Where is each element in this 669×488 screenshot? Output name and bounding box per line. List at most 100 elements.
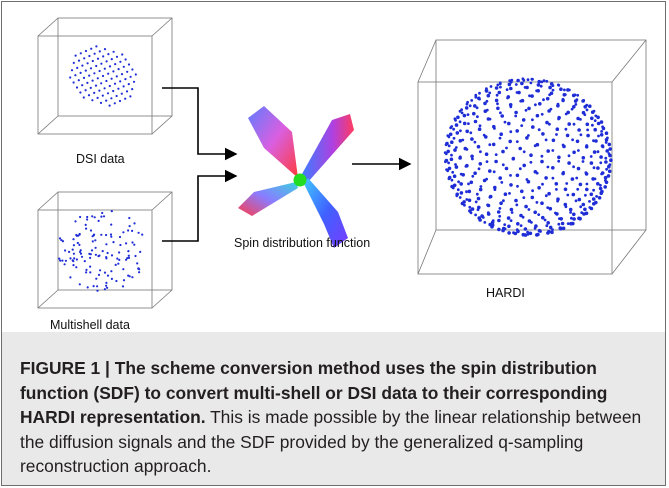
sample-point — [545, 224, 549, 228]
sample-point — [559, 87, 563, 91]
sample-point — [484, 135, 488, 139]
sample-point — [503, 192, 508, 196]
sample-point — [570, 107, 574, 111]
sample-point — [454, 163, 457, 166]
sample-point — [107, 53, 110, 56]
sample-point — [467, 182, 470, 186]
sample-point — [121, 285, 125, 288]
sample-point — [549, 82, 554, 86]
sample-point — [97, 255, 100, 258]
sample-point — [80, 255, 84, 258]
sample-point — [464, 106, 469, 110]
sample-point — [78, 243, 81, 246]
sample-point — [461, 138, 465, 142]
sample-point — [603, 185, 607, 189]
sample-point — [595, 195, 598, 198]
sample-point — [59, 259, 62, 262]
sample-point — [584, 193, 587, 197]
sample-point — [540, 154, 544, 158]
sample-point — [528, 94, 531, 98]
sample-point — [87, 94, 91, 97]
sample-point — [93, 216, 96, 219]
sample-point — [545, 96, 550, 101]
sample-point — [110, 58, 113, 61]
sample-point — [543, 218, 547, 222]
sample-point — [139, 250, 142, 253]
sample-point — [138, 271, 141, 274]
sample-point — [108, 104, 111, 107]
sample-point — [514, 198, 518, 203]
sample-point — [83, 57, 86, 60]
sample-point — [453, 117, 457, 121]
sample-point — [482, 178, 487, 183]
sample-point — [477, 216, 482, 220]
sample-point — [589, 192, 594, 197]
sample-point — [60, 239, 63, 242]
sample-point — [85, 268, 88, 271]
sample-point — [458, 120, 462, 124]
sample-point — [88, 74, 91, 77]
sample-point — [89, 253, 92, 256]
sample-point — [445, 168, 448, 172]
sample-point — [596, 182, 600, 186]
sample-point — [103, 288, 106, 291]
sample-point — [81, 64, 84, 67]
sample-point — [555, 133, 558, 136]
sample-point — [98, 69, 101, 73]
sample-point — [592, 188, 595, 192]
sample-point — [120, 73, 124, 76]
sample-point — [507, 82, 512, 87]
hardi-points — [443, 77, 613, 237]
sample-point — [509, 207, 514, 212]
sample-point — [74, 54, 77, 57]
sample-point — [575, 139, 580, 144]
sample-point — [110, 223, 113, 226]
dsi-data-label: DSI data — [76, 152, 125, 166]
sample-point — [548, 85, 552, 90]
sample-point — [449, 157, 454, 162]
sample-point — [137, 231, 140, 234]
sample-point — [477, 127, 482, 131]
sample-point — [502, 199, 505, 203]
sample-point — [141, 233, 144, 236]
sample-point — [537, 213, 541, 217]
sample-point — [520, 189, 524, 194]
sample-point — [527, 134, 530, 137]
sample-point — [498, 82, 502, 86]
sample-point — [591, 197, 596, 201]
sample-point — [515, 140, 519, 144]
sample-point — [608, 153, 612, 158]
sample-point — [106, 92, 110, 95]
sample-point — [498, 136, 502, 140]
sample-point — [110, 210, 113, 213]
sample-point — [593, 127, 597, 132]
sample-point — [567, 122, 571, 126]
sample-point — [448, 132, 453, 137]
sample-point — [507, 224, 511, 229]
sample-point — [549, 91, 554, 96]
sample-point — [86, 286, 89, 289]
sample-point — [73, 257, 76, 260]
sample-point — [79, 91, 82, 94]
sample-point — [470, 137, 474, 141]
sample-point — [96, 285, 99, 288]
sample-point — [542, 98, 545, 102]
sample-point — [459, 182, 464, 186]
sample-point — [100, 215, 103, 218]
sample-point — [576, 93, 580, 97]
sample-point — [545, 120, 549, 125]
sample-point — [572, 217, 576, 221]
sample-point — [494, 86, 499, 90]
sample-point — [94, 239, 97, 242]
sample-point — [496, 106, 500, 111]
sample-point — [105, 281, 108, 284]
figure-illustration: DSI data Multishell data Spin distributi… — [2, 2, 667, 332]
sample-point — [607, 164, 611, 169]
sample-point — [134, 254, 137, 258]
sample-point — [522, 150, 526, 154]
figure-caption: FIGURE 1 | The scheme conversion method … — [20, 356, 650, 479]
sample-point — [477, 96, 481, 101]
sample-point — [72, 61, 75, 64]
sample-point — [527, 219, 532, 223]
sample-point — [583, 105, 587, 109]
